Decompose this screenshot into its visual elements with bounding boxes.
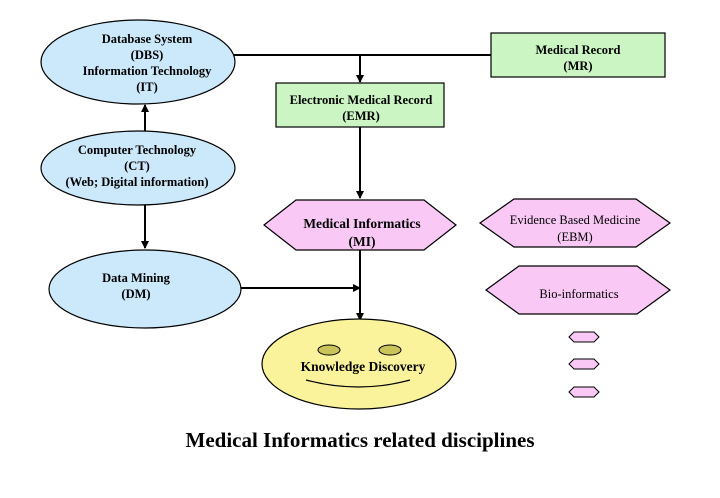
node-ct-line-3: (Web; Digital information)	[65, 175, 208, 189]
node-mi-line-2: (MI)	[349, 234, 376, 249]
node-medical-record: Medical Record (MR)	[490, 32, 666, 78]
node-ct-line-1: Computer Technology	[78, 143, 197, 157]
node-database-system: Database System (DBS) Information Techno…	[40, 19, 236, 105]
node-emr-line-1: Electronic Medical Record	[290, 93, 433, 107]
node-computer-technology: Computer Technology (CT) (Web; Digital i…	[40, 130, 236, 206]
node-dbs-line-2: (DBS)	[131, 48, 164, 62]
smiley-left-eye	[317, 344, 341, 356]
node-dbs-line-3: Information Technology	[83, 64, 213, 78]
node-mr-line-1: Medical Record	[535, 43, 620, 57]
node-data-mining: Data Mining (DM)	[48, 249, 242, 329]
node-dm-line-2: (DM)	[121, 287, 150, 301]
node-dbs-line-1: Database System	[102, 32, 193, 46]
smiley-mouth	[305, 379, 411, 388]
smiley-right-eye	[378, 344, 402, 356]
more-disciplines-markers	[568, 331, 600, 398]
node-evidence-based-medicine: Evidence Based Medicine (EBM)	[478, 198, 672, 248]
small-hexagon-2	[568, 358, 600, 370]
node-ebm-line-2: (EBM)	[557, 230, 592, 244]
node-dm-line-1: Data Mining	[102, 271, 170, 285]
node-bio-informatics: Bio-informatics	[484, 265, 672, 315]
node-ct-line-2: (CT)	[124, 159, 150, 173]
node-mi-line-1: Medical Informatics	[303, 216, 420, 231]
node-knowledge-discovery: Knowledge Discovery	[261, 318, 457, 410]
node-mr-line-2: (MR)	[563, 59, 592, 73]
node-medical-informatics: Medical Informatics (MI)	[263, 199, 457, 251]
node-kd-line-1: Knowledge Discovery	[301, 359, 426, 374]
node-bio-line-1: Bio-informatics	[539, 287, 618, 301]
node-emr-line-2: (EMR)	[342, 109, 380, 123]
node-ebm-line-1: Evidence Based Medicine	[510, 213, 641, 227]
small-hexagon-1	[568, 331, 600, 343]
node-dbs-line-4: (IT)	[136, 80, 158, 94]
diagram-title: Medical Informatics related disciplines	[185, 428, 535, 452]
connectors	[141, 54, 491, 321]
small-hexagon-3	[568, 386, 600, 398]
node-electronic-medical-record: Electronic Medical Record (EMR)	[275, 82, 445, 128]
